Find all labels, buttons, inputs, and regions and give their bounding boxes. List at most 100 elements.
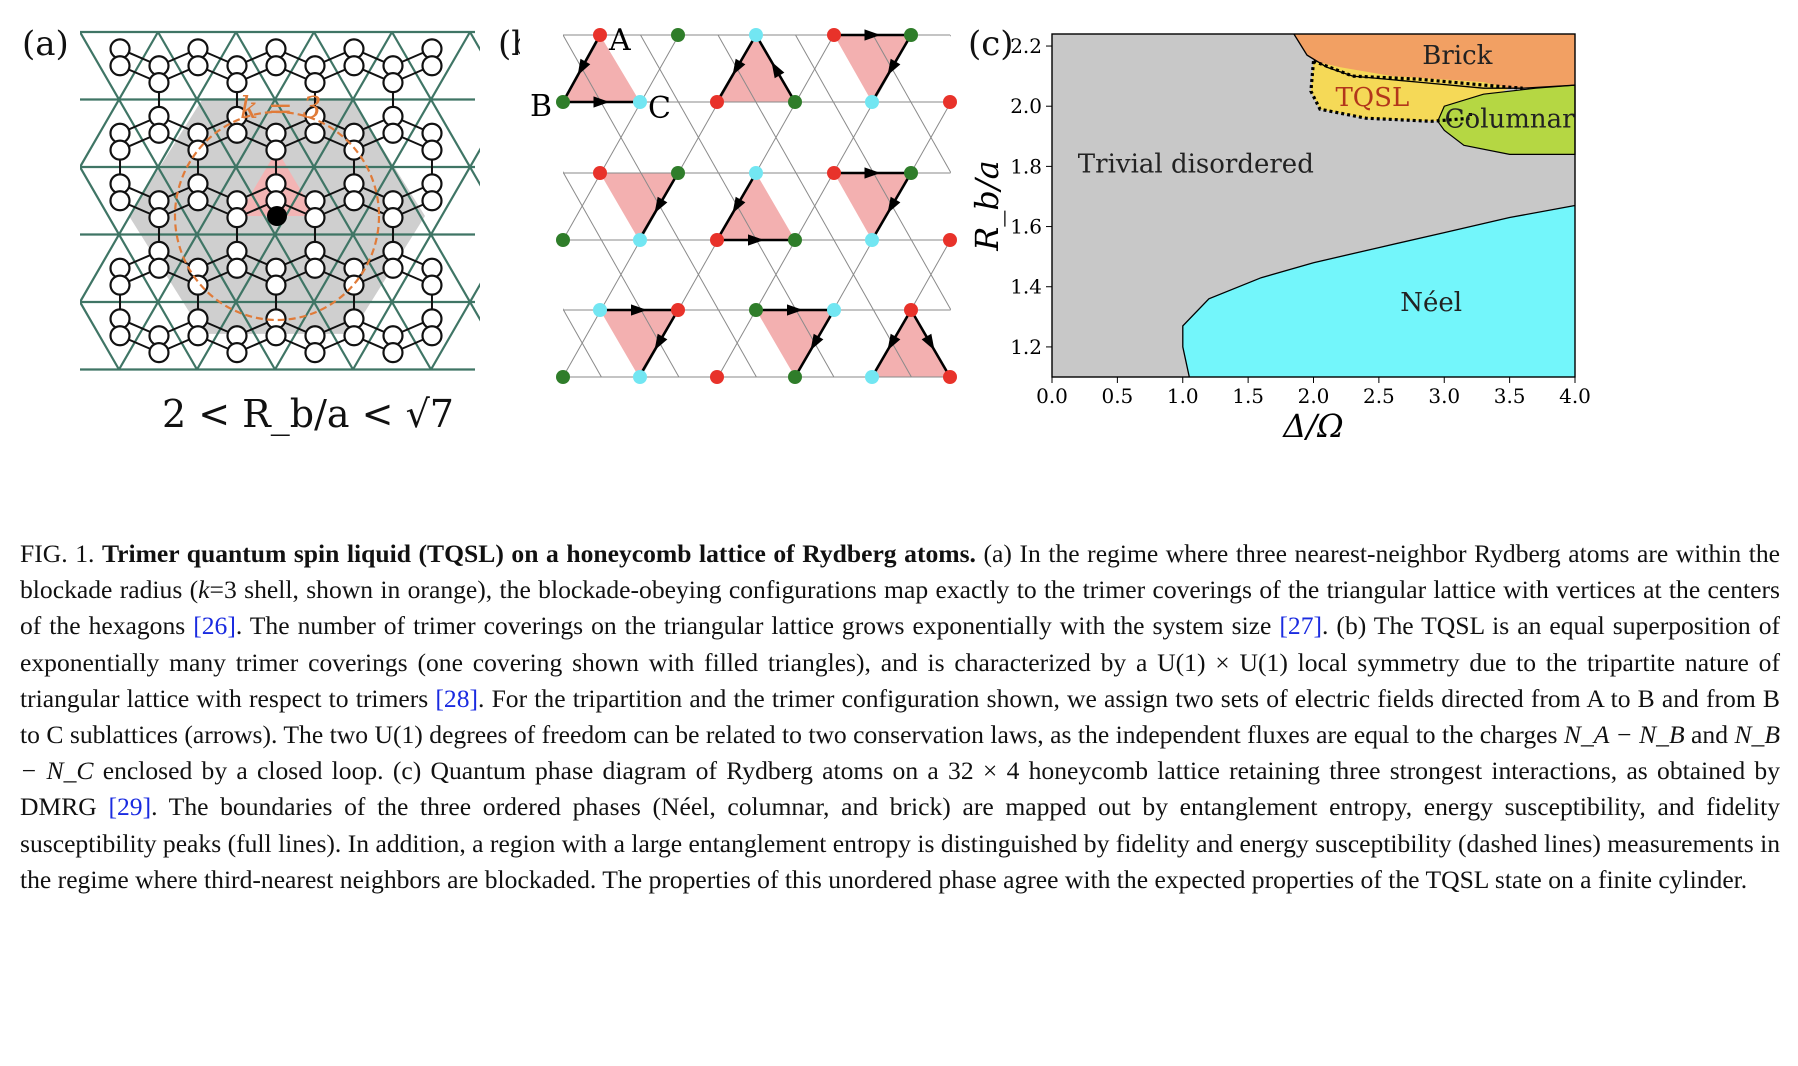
citation-27[interactable]: [27] (1279, 611, 1323, 641)
caption-text: . The boundaries of the three ordered ph… (20, 792, 1780, 894)
caption-text: and (1684, 720, 1735, 750)
x-tick-label: 2.5 (1363, 384, 1395, 408)
honeycomb-site (226, 342, 248, 364)
caption-text: shell, shown in orange), the blockade-ob… (20, 575, 1780, 641)
lattice-line (520, 94, 680, 378)
panel-c-label: (c) (968, 24, 1014, 64)
lattice-line (235, 31, 432, 371)
lattice-line (430, 282, 480, 371)
arrow-head (654, 333, 668, 351)
x-tick-label: 0.5 (1101, 384, 1133, 408)
site-C (633, 370, 647, 384)
honeycomb-site (226, 257, 248, 279)
site-C (633, 233, 647, 247)
mask (520, 20, 563, 400)
site-A (671, 303, 685, 317)
arrow-head (577, 58, 591, 76)
site-A (710, 370, 724, 384)
trimer-triangle (717, 35, 795, 102)
trimer-triangle (717, 173, 795, 240)
lattice-line (80, 31, 237, 305)
arrow-head (864, 29, 881, 41)
arrow-head (732, 196, 746, 214)
site-A (943, 370, 957, 384)
honeycomb-site (148, 257, 170, 279)
boundary-tqsl-lower (1309, 60, 1472, 123)
lattice-line (80, 299, 120, 371)
honeycomb-site (187, 325, 209, 347)
honeycomb-site (265, 274, 287, 296)
lattice-line (352, 147, 480, 371)
lattice-line (157, 31, 354, 371)
site-B (556, 370, 570, 384)
blockade-shell (173, 110, 381, 322)
site-A (710, 233, 724, 247)
x-tick-label: 3.5 (1494, 384, 1526, 408)
lattice-line (717, 34, 912, 378)
honeycomb-site (304, 207, 326, 229)
caption-text: . (b) The TQSL is an equal superposition… (20, 611, 1781, 713)
arrow-head (921, 333, 935, 351)
site-B (749, 303, 763, 317)
trimer-triangle (600, 310, 678, 377)
caption-math: N_B − N_C (20, 720, 1780, 786)
y-tick-label: 1.4 (1010, 275, 1042, 299)
x-tick-label: 3.0 (1428, 384, 1460, 408)
panel-a-formula: 2 < R_b/a < √7 (162, 392, 454, 436)
arrow-head (787, 304, 803, 316)
trimer-triangle (600, 173, 678, 240)
honeycomb-site (304, 257, 326, 279)
arrow-head (887, 333, 901, 351)
x-tick-label: 4.0 (1559, 384, 1590, 408)
lattice-line (80, 31, 276, 371)
mask (951, 20, 970, 400)
caption-math: N_A − N_B (1563, 720, 1685, 750)
caption-math: k (198, 575, 210, 605)
honeycomb-site (343, 325, 365, 347)
site-C (865, 370, 879, 384)
x-tick-label: 2.0 (1298, 384, 1330, 408)
site-B (904, 166, 918, 180)
caption-text: . The number of trimer coverings on the … (235, 611, 1280, 641)
trimer-triangle (563, 35, 640, 102)
honeycomb-site (343, 55, 365, 77)
honeycomb-site (265, 325, 287, 347)
arrow-head (732, 58, 746, 76)
caption-text: enclosed by a closed loop. (c) Quantum p… (20, 756, 1781, 822)
lattice-line (520, 232, 602, 378)
panel-a-lattice: k = 3 (80, 30, 480, 371)
honeycomb-site (148, 342, 170, 364)
y-tick-label: 2.2 (1010, 34, 1042, 58)
citation-29[interactable]: [29] (108, 792, 152, 822)
x-tick-label: 1.5 (1232, 384, 1264, 408)
honeycomb-site (187, 274, 209, 296)
arrow-head (771, 61, 785, 79)
y-tick-label: 2.0 (1010, 94, 1042, 118)
lattice-line (313, 31, 480, 322)
boundary-tqsl-upper (1312, 59, 1523, 90)
caption-title: Trimer quantum spin liquid (TQSL) on a h… (101, 539, 976, 568)
honeycomb-site (148, 207, 170, 229)
x-axis-label: Δ/Ω (1281, 407, 1343, 440)
arrow-head (887, 196, 901, 214)
honeycomb-site (421, 325, 443, 347)
site-A (710, 95, 724, 109)
honeycomb-site (226, 122, 248, 144)
central-atom (267, 206, 287, 226)
site-B (671, 28, 685, 42)
arrow-head (593, 96, 610, 108)
citation-26[interactable]: [26] (193, 611, 236, 641)
site-B (788, 95, 802, 109)
honeycomb-site (382, 207, 404, 229)
honeycomb-site (304, 342, 326, 364)
honeycomb-site (304, 72, 326, 94)
site-B (788, 233, 802, 247)
site-A (827, 28, 841, 42)
citation-28[interactable]: [28] (435, 683, 479, 713)
honeycomb-site (148, 72, 170, 94)
caption-text: . For the tripartition and the trimer co… (20, 683, 1780, 750)
honeycomb-site (421, 190, 443, 212)
site-A (943, 95, 957, 109)
lattice-line (274, 31, 471, 371)
